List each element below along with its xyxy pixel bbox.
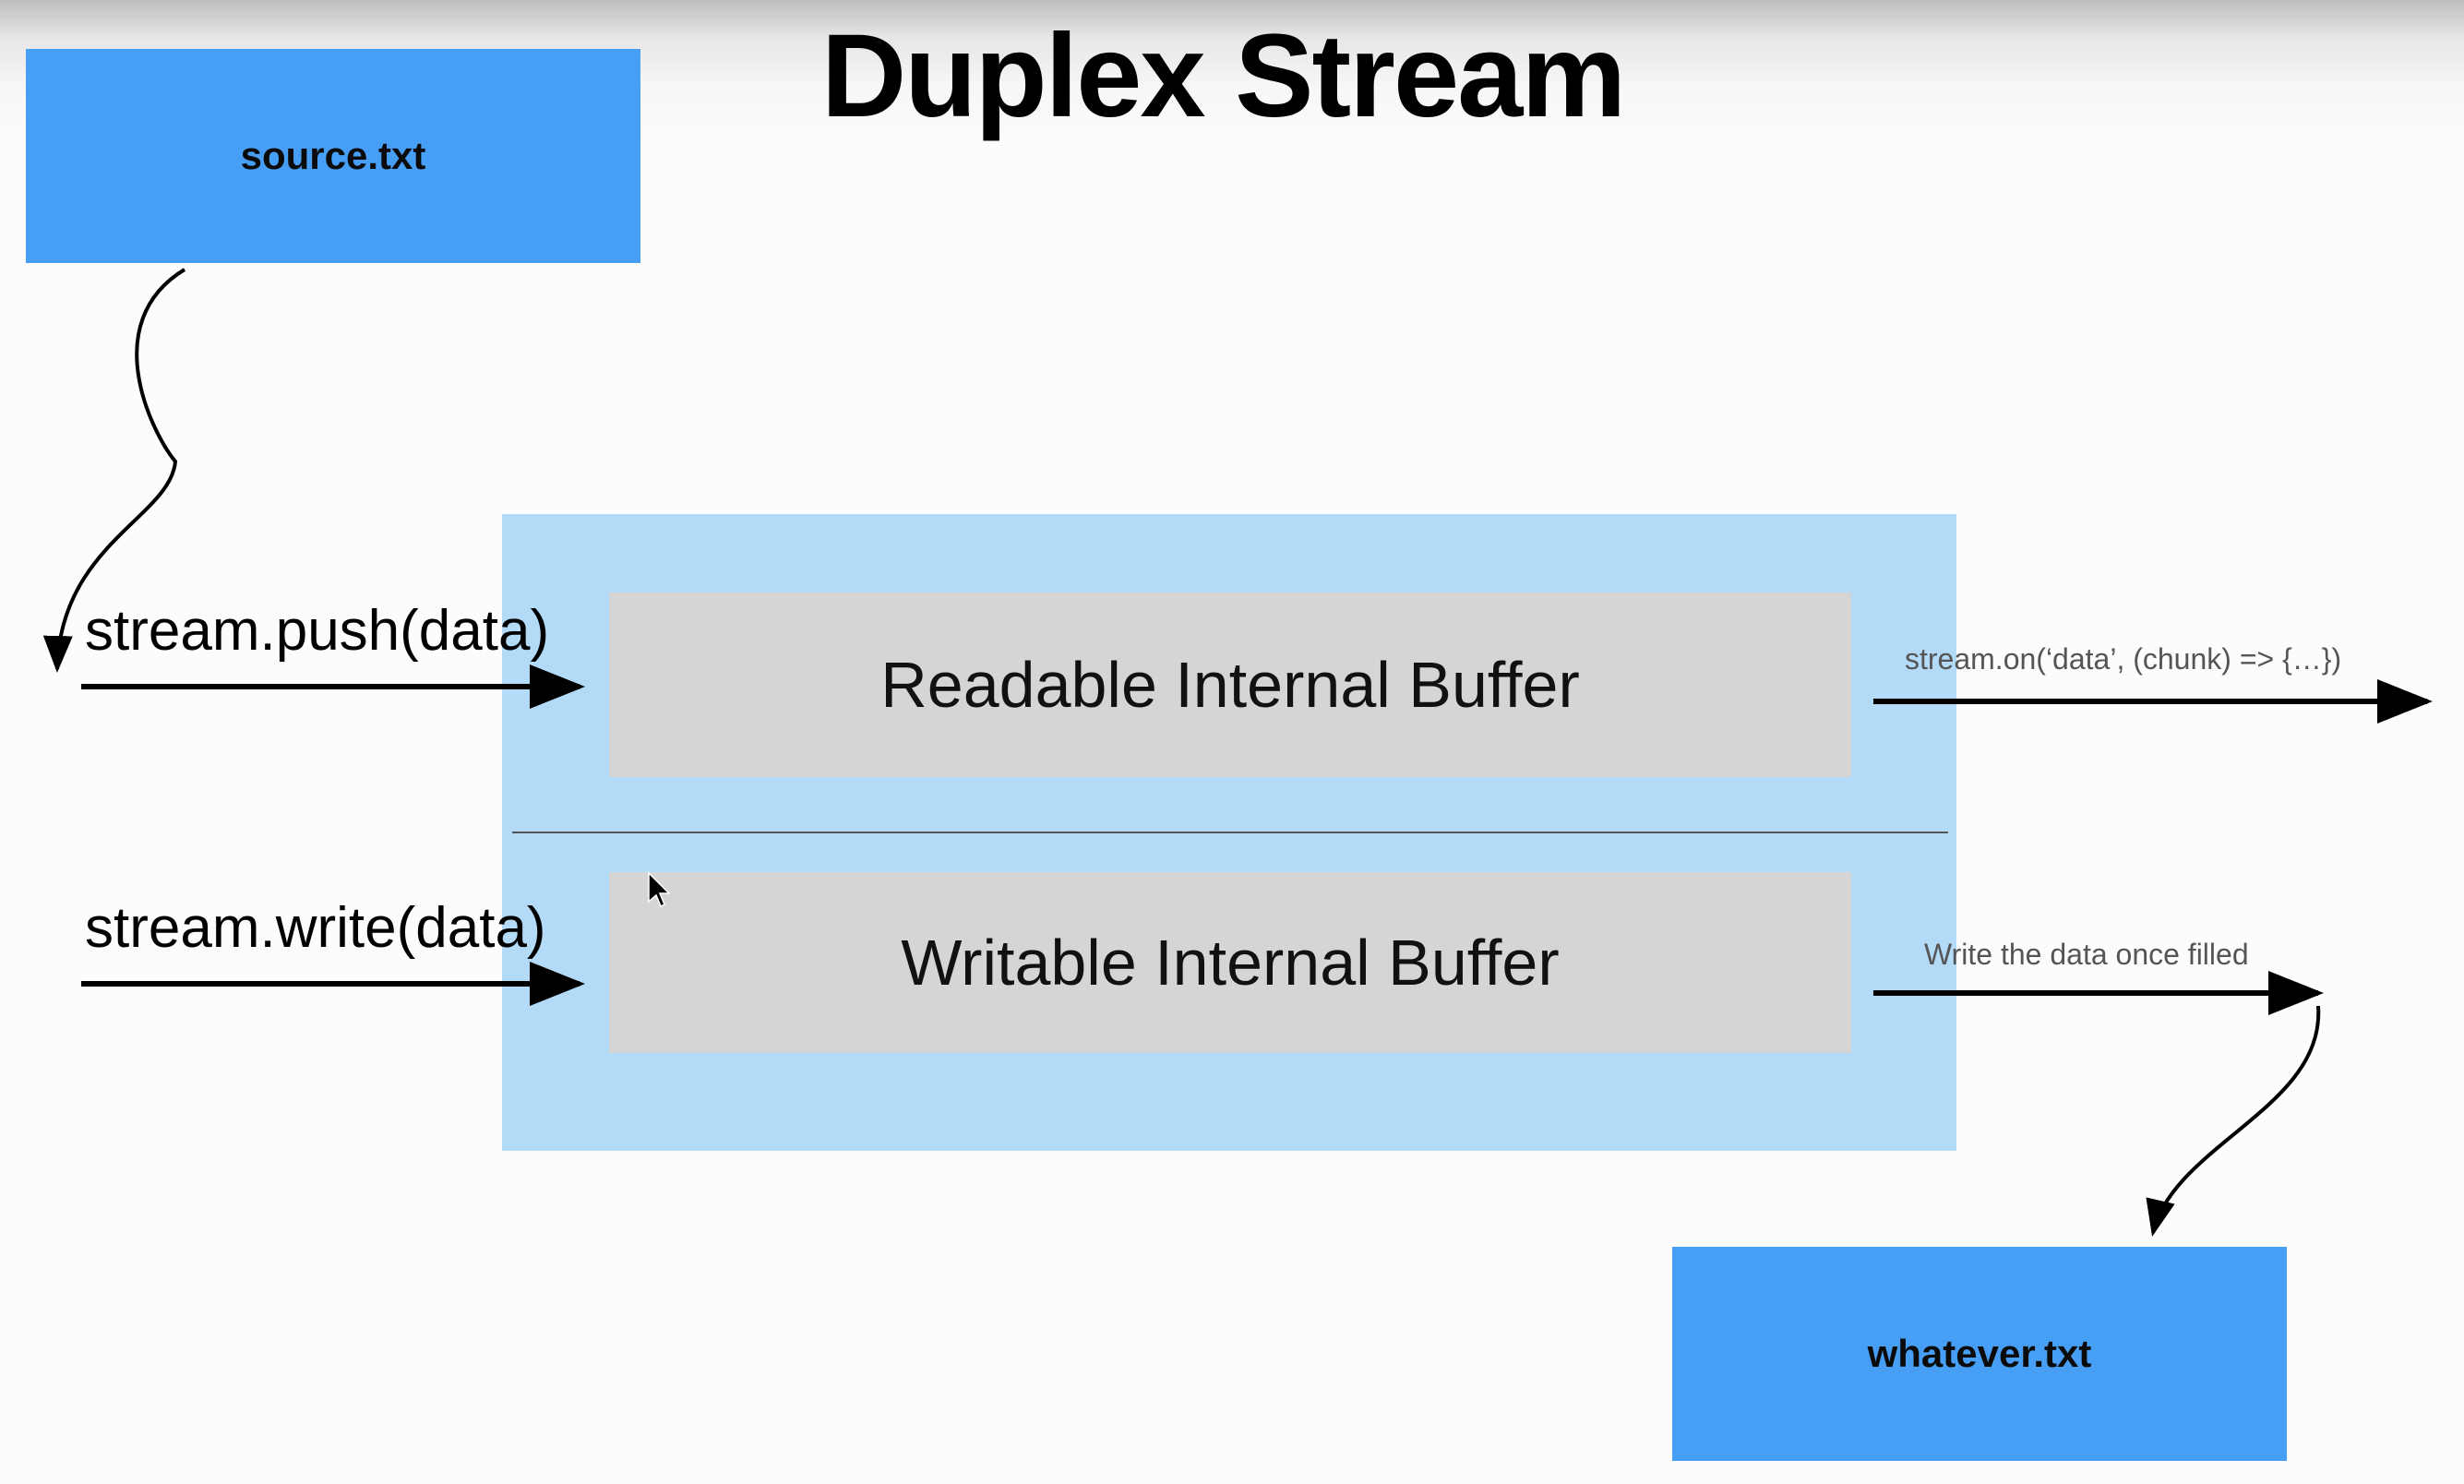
target-file-label: whatever.txt — [1867, 1332, 2092, 1375]
write-to-file-arrow — [2146, 1005, 2321, 1237]
source-file-label: source.txt — [240, 134, 426, 177]
write-once-label: Write the data once filled — [1924, 938, 2249, 971]
on-data-label: stream.on(‘data’, (chunk) => {…}) — [1905, 642, 2342, 676]
push-call-label: stream.push(data) — [85, 599, 550, 663]
writable-buffer-label: Writable Internal Buffer — [901, 927, 1560, 999]
writable-buffer-box: Writable Internal Buffer — [609, 872, 1851, 1053]
readable-buffer-label: Readable Internal Buffer — [880, 649, 1580, 721]
readable-buffer-box: Readable Internal Buffer — [609, 592, 1851, 777]
source-file-box: source.txt — [26, 49, 640, 263]
buffer-divider — [512, 832, 1948, 833]
diagram-title: Duplex Stream — [820, 10, 1626, 142]
write-call-label: stream.write(data) — [85, 896, 546, 960]
target-file-box: whatever.txt — [1672, 1247, 2287, 1461]
